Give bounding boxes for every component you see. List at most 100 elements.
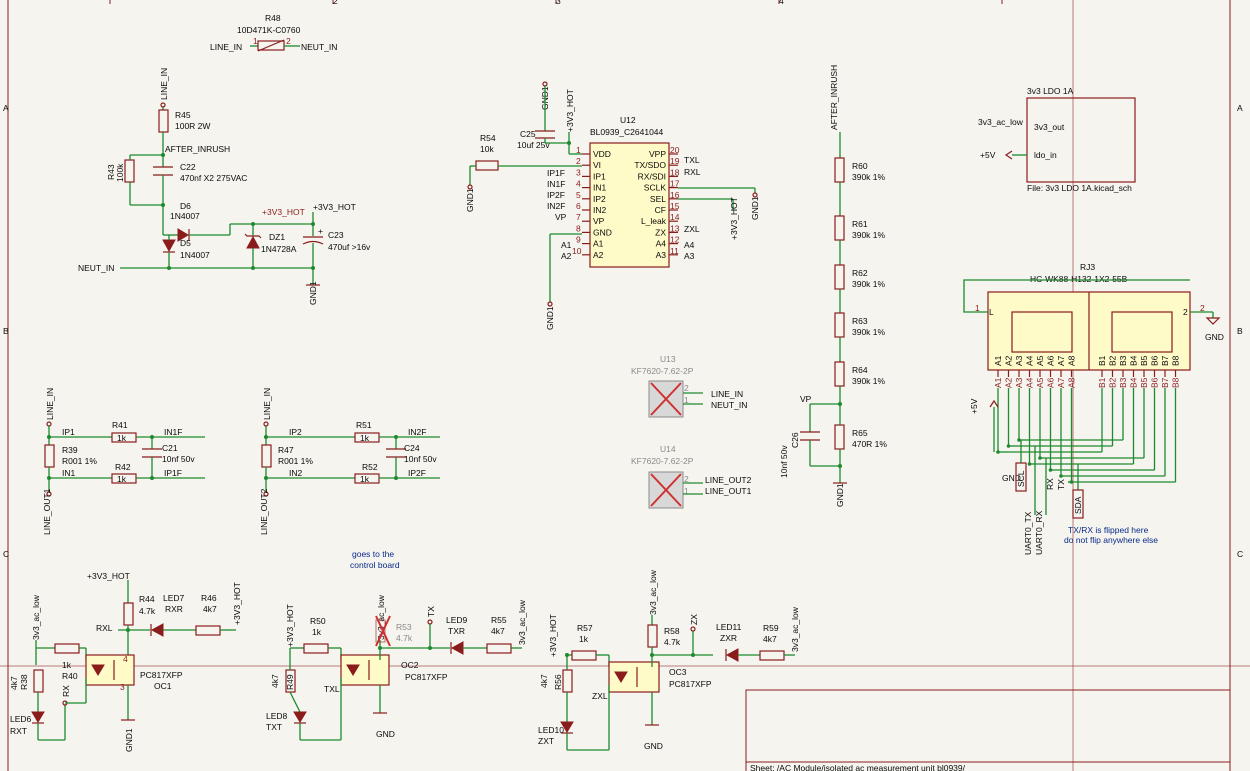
r56-body[interactable] <box>562 669 573 693</box>
r39-body[interactable] <box>44 444 55 468</box>
net-3v3-ac-low-ldo: 3v3_ac_low <box>978 117 1024 127</box>
r53-body[interactable] <box>375 619 386 643</box>
net-gnd1-oc1: GND1 <box>124 728 134 752</box>
varistor-r48[interactable]: R48 10D471K-C0760 LINE_IN NEUT_IN 1 2 <box>210 13 337 52</box>
r45-ref: R45 <box>175 110 191 120</box>
net-txl-oc2: TXL <box>324 684 340 694</box>
r48-pin2: 2 <box>286 36 291 46</box>
r54-value: 10k <box>480 144 494 154</box>
r60-body[interactable] <box>834 157 845 183</box>
d5-symbol[interactable] <box>162 239 176 253</box>
net-after-inrush-label: AFTER_INRUSH <box>165 144 230 154</box>
r38-body[interactable] <box>33 669 44 693</box>
u12-pin-name: ZX <box>655 227 666 237</box>
ldo-box[interactable] <box>1026 97 1136 183</box>
rj3-connector[interactable]: RJ3 HC-WK88-H132-1X2-55B L 2 1 2 GND A1A… <box>963 262 1224 555</box>
r57-body[interactable] <box>571 650 597 661</box>
r44-body[interactable] <box>123 602 134 626</box>
oc3-body[interactable] <box>608 661 660 693</box>
r54-body[interactable] <box>475 160 499 171</box>
led6-symbol[interactable] <box>31 711 45 723</box>
r58-body[interactable] <box>647 624 658 648</box>
u12-body[interactable] <box>589 142 670 268</box>
r51-ref: R51 <box>356 420 372 430</box>
ldo-sheet[interactable]: 3v3 LDO 1A 3v3_ac_low 3v3_out ldo_in +5V… <box>978 86 1136 193</box>
shunt-channel-1: LINE_IN IP1 R41 1k IN1F R39 R001 1% C21 … <box>42 388 205 535</box>
u12-pin-num: 16 <box>670 190 680 200</box>
r57-value: 1k <box>579 634 589 644</box>
dz1-ref: DZ1 <box>269 232 285 242</box>
sheet-title: Sheet: /AC Module/isolated ac measuremen… <box>750 763 966 771</box>
r59-body[interactable] <box>759 650 785 661</box>
u12-pin-name: A2 <box>593 250 604 260</box>
net-gnd1-div: GND1 <box>835 483 845 507</box>
led9-symbol[interactable] <box>450 641 464 655</box>
rj3-b-pin-label: B7 <box>1160 377 1170 388</box>
r55-body[interactable] <box>486 643 512 654</box>
d6-value: 1N4007 <box>170 211 200 221</box>
led10-symbol[interactable] <box>560 721 574 733</box>
net-3v3-hot-sel: +3V3_HOT <box>729 197 739 240</box>
c21-value: 10nf 50v <box>162 454 195 464</box>
u14-value: KF7620-7.62-2P <box>631 456 694 466</box>
net-line-in-u13: LINE_IN <box>711 389 743 399</box>
r48-value: 10D471K-C0760 <box>237 25 301 35</box>
u12-pin-num: 17 <box>670 179 680 189</box>
note-ctrl-1: goes to the <box>352 549 394 559</box>
led7-symbol[interactable] <box>150 623 164 637</box>
dz1-symbol[interactable] <box>246 235 260 249</box>
r62-body[interactable] <box>834 264 845 290</box>
r64-body[interactable] <box>834 361 845 387</box>
net-ip2f-u12: IP2F <box>547 190 565 200</box>
net-in1f-u12: IN1F <box>547 179 565 189</box>
oc1-body[interactable] <box>85 654 135 686</box>
d6-symbol[interactable] <box>177 228 189 242</box>
rj3-a-pin-label: A2 <box>1004 377 1014 388</box>
u12-pin-num: 14 <box>670 212 680 222</box>
r60-value: 390k 1% <box>852 172 886 182</box>
r41-ref: R41 <box>112 420 128 430</box>
u12-pin-name: SCLK <box>644 183 667 193</box>
r44-value: 4.7k <box>139 606 156 616</box>
r38-value: 4k7 <box>9 676 19 690</box>
r61-body[interactable] <box>834 215 845 241</box>
net-3v3-hot-r46: +3V3_HOT <box>232 582 242 625</box>
net-3v3-hot-oc2: +3V3_HOT <box>285 604 295 647</box>
r40-ref: R40 <box>62 671 78 681</box>
oc1-pin3: 3 <box>120 682 125 692</box>
u12-pin-num: 11 <box>670 246 679 256</box>
rj3-a-pin-label: A1 <box>993 377 1003 388</box>
r50-body[interactable] <box>303 643 329 654</box>
r58-value: 4.7k <box>664 637 681 647</box>
r46-body[interactable] <box>195 625 221 636</box>
r65-body[interactable] <box>834 424 845 450</box>
rj3-b-pin-name: B8 <box>1171 355 1181 366</box>
u12-pin-num: 9 <box>576 235 581 245</box>
net-3v3-hot-top: +3V3_HOT <box>313 202 356 212</box>
r50-ref: R50 <box>310 616 326 626</box>
net-3v3-ac-low-oc3: 3v3_ac_low <box>648 569 658 615</box>
r65-value: 470R 1% <box>852 439 887 449</box>
r63-body[interactable] <box>834 312 845 338</box>
r45-body[interactable] <box>158 109 169 133</box>
led11-value: ZXR <box>720 633 737 643</box>
r43-body[interactable] <box>124 159 135 183</box>
u12-pin-name: RX/SDI <box>638 171 666 181</box>
oc3-ref: OC3 <box>669 667 687 677</box>
net-tx-rj3: TX <box>1056 479 1066 490</box>
r40-body[interactable] <box>54 643 80 654</box>
oc2-body[interactable] <box>340 654 390 686</box>
terminal-u13[interactable]: U13 KF7620-7.62-2P 2 1 LINE_IN NEUT_IN <box>631 354 747 418</box>
led11-symbol[interactable] <box>725 648 739 662</box>
r45-value: 100R 2W <box>175 121 210 131</box>
led8-symbol[interactable] <box>293 711 307 723</box>
r47-body[interactable] <box>261 444 272 468</box>
terminal-u14[interactable]: U14 KF7620-7.62-2P 2 1 LINE_OUT2 LINE_OU… <box>631 444 752 509</box>
r64-value: 390k 1% <box>852 376 886 386</box>
net-zxl-u12: ZXL <box>684 224 700 234</box>
rj3-b-pin-name: B2 <box>1108 355 1118 366</box>
r50-value: 1k <box>312 627 322 637</box>
